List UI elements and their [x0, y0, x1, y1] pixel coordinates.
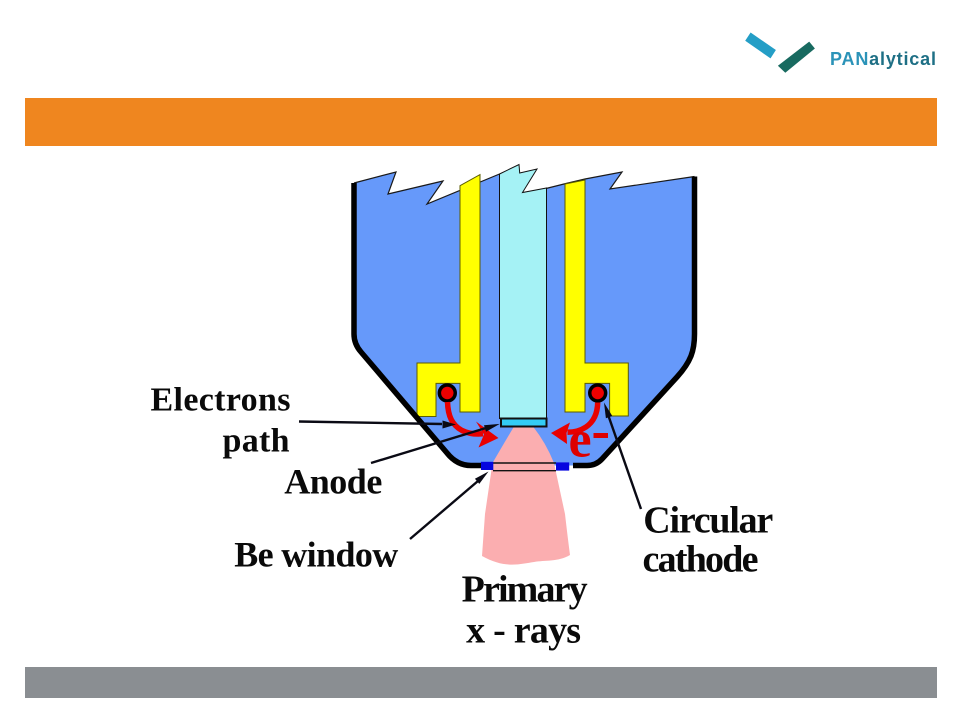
svg-text:Be window: Be window	[234, 535, 398, 575]
svg-text:Primary: Primary	[462, 568, 588, 610]
svg-text:cathode: cathode	[643, 538, 759, 580]
svg-text:Anode: Anode	[284, 462, 382, 502]
svg-text:x - rays: x - rays	[466, 610, 581, 652]
svg-text:Circular: Circular	[643, 499, 773, 541]
svg-text:path: path	[223, 422, 290, 459]
svg-text:Electrons: Electrons	[151, 382, 291, 419]
svg-text:e: e	[569, 412, 592, 469]
svg-text:PANalytical: PANalytical	[830, 49, 936, 69]
